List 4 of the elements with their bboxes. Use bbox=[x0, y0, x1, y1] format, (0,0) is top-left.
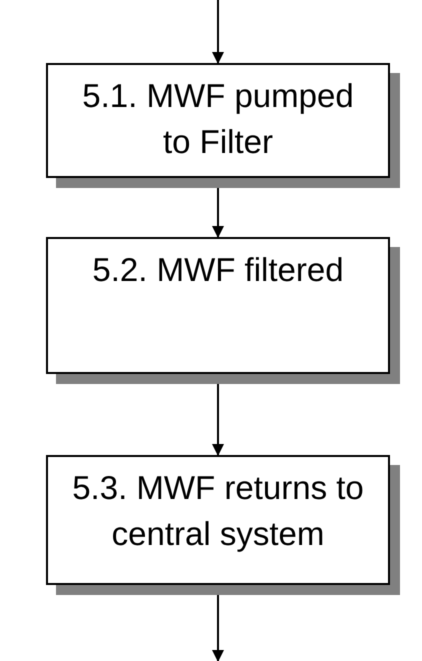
arrow bbox=[212, 0, 224, 64]
step-text: 5.2. MWF filtered bbox=[91, 250, 345, 290]
step-text: 5.3. MWF returns to central system bbox=[71, 468, 365, 554]
step-text: 5.1. MWF pumped to Filter bbox=[81, 76, 355, 162]
